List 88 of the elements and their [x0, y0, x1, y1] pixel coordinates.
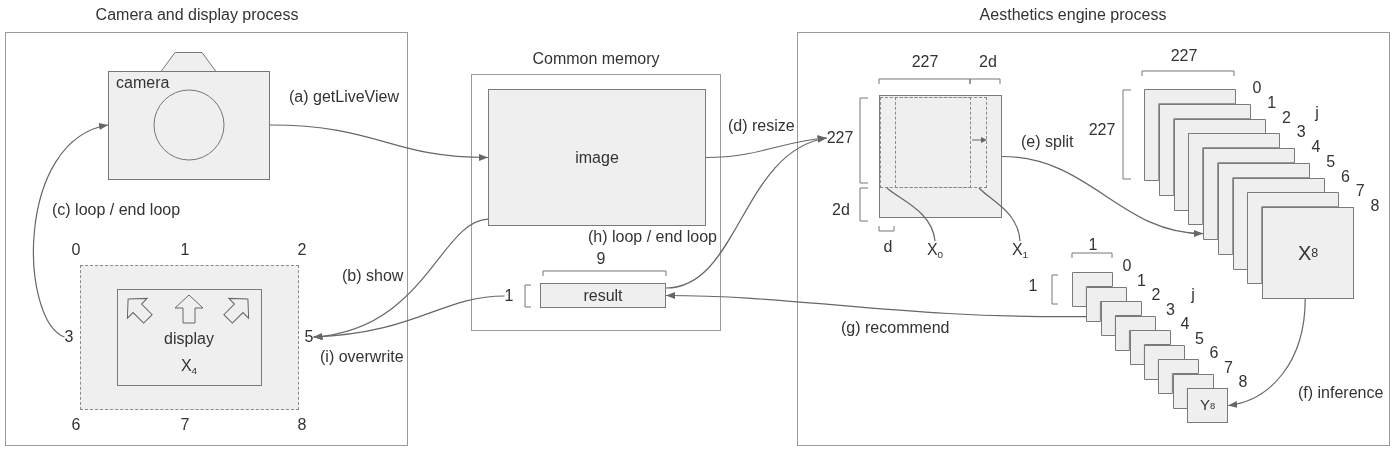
position-number: 1: [180, 241, 190, 259]
crop-window: [880, 97, 971, 188]
result-tile: [1144, 344, 1185, 380]
position-number: 0: [71, 241, 81, 259]
dimension-label: 1: [504, 287, 514, 305]
index-number: 0: [1122, 257, 1132, 275]
index-label: j: [1315, 104, 1319, 122]
crop-window: [895, 97, 987, 188]
edge-label: (a) getLiveView: [287, 88, 401, 106]
dimension-label: 227: [1088, 121, 1116, 139]
dimension-label: 227: [826, 129, 854, 147]
dimension-label: 9: [596, 250, 606, 268]
result-tile: [1129, 330, 1171, 365]
arrow: [312, 295, 506, 340]
window-label: X$_{1}$: [1011, 241, 1029, 259]
arrow: [665, 292, 1087, 318]
index-number: 5: [1326, 152, 1336, 171]
index-number: 8: [1238, 373, 1248, 391]
index-number: 8: [1370, 197, 1380, 215]
position-number: 5: [304, 328, 314, 346]
node-label: display: [164, 330, 214, 348]
dimension-label: 227: [911, 53, 939, 71]
input-image: [879, 95, 1002, 218]
image-tile: [1232, 177, 1325, 270]
edge-label: (c) loop / end loop: [50, 201, 183, 219]
arrow: [32, 124, 109, 338]
index-number: 2: [1151, 286, 1161, 304]
position-number: 3: [64, 328, 74, 346]
index-number: 4: [1180, 315, 1190, 333]
panel-heading: Camera and display process: [95, 6, 299, 24]
result-tile: [1115, 315, 1157, 351]
leader-line: [886, 187, 936, 242]
result-tile: [1172, 373, 1214, 409]
edge-label: (g) recommend: [839, 319, 952, 337]
display-screen: [117, 289, 262, 386]
edge-label: (d) resize: [726, 117, 797, 135]
result-tile: [1072, 272, 1113, 307]
index-number: 3: [1166, 300, 1175, 319]
image-tile: [1188, 133, 1281, 226]
edge-label: (f) inference: [1296, 384, 1386, 402]
edge-label: (b) show: [340, 267, 406, 285]
dimension-label: 2d: [832, 201, 850, 219]
image-tile: [1158, 103, 1251, 196]
panel-heading: Aesthetics engine process: [979, 6, 1167, 24]
position-number: 6: [71, 416, 81, 434]
edge-label: (i) overwrite: [318, 348, 406, 366]
arrow: [269, 124, 489, 161]
index-number: 5: [1195, 329, 1204, 348]
dimension-label: 1: [1088, 236, 1098, 254]
index-number: 6: [1209, 344, 1219, 362]
panel-heading: Common memory: [532, 50, 660, 68]
dimension-label: 2d: [979, 53, 997, 71]
dimension-label: d: [883, 238, 893, 256]
index-number: 7: [1355, 182, 1365, 201]
edge-label: (e) split: [1019, 133, 1076, 151]
index-number: 7: [1224, 358, 1233, 377]
index-number: 1: [1137, 271, 1146, 290]
index-number: 6: [1341, 167, 1350, 186]
result-tile: [1086, 286, 1128, 322]
dimension-label: 227: [1170, 47, 1198, 65]
index-number: 4: [1311, 138, 1321, 156]
memory-block: image: [488, 89, 706, 226]
arrow: [705, 135, 828, 159]
image-tile: [1144, 89, 1236, 181]
position-number: 7: [180, 416, 190, 434]
image-tile: [1173, 118, 1266, 211]
arrow: [665, 137, 828, 289]
index-number: 1: [1267, 93, 1277, 112]
arrow: [1227, 298, 1306, 408]
dimension-label: 1: [1028, 277, 1038, 295]
position-number: 8: [297, 416, 307, 434]
display-grid: [80, 265, 299, 410]
arrow: [1001, 155, 1204, 237]
index-number: 0: [1252, 79, 1262, 97]
image-tile: [1247, 192, 1340, 285]
leader-line: [978, 187, 1021, 242]
edge-label: (h) loop / end loop: [586, 228, 719, 246]
memory-block: result: [540, 283, 666, 308]
index-number: 3: [1296, 123, 1306, 142]
result-tile: [1158, 359, 1200, 394]
window-label: X$_{0}$: [926, 241, 944, 259]
node-label: camera: [116, 74, 170, 92]
image-tile: [1203, 148, 1295, 240]
node-label: X$_{4}$: [180, 357, 198, 375]
position-number: 2: [297, 241, 307, 259]
result-tile: [1100, 301, 1142, 336]
index-label: j: [1191, 286, 1195, 304]
index-number: 2: [1282, 108, 1291, 127]
